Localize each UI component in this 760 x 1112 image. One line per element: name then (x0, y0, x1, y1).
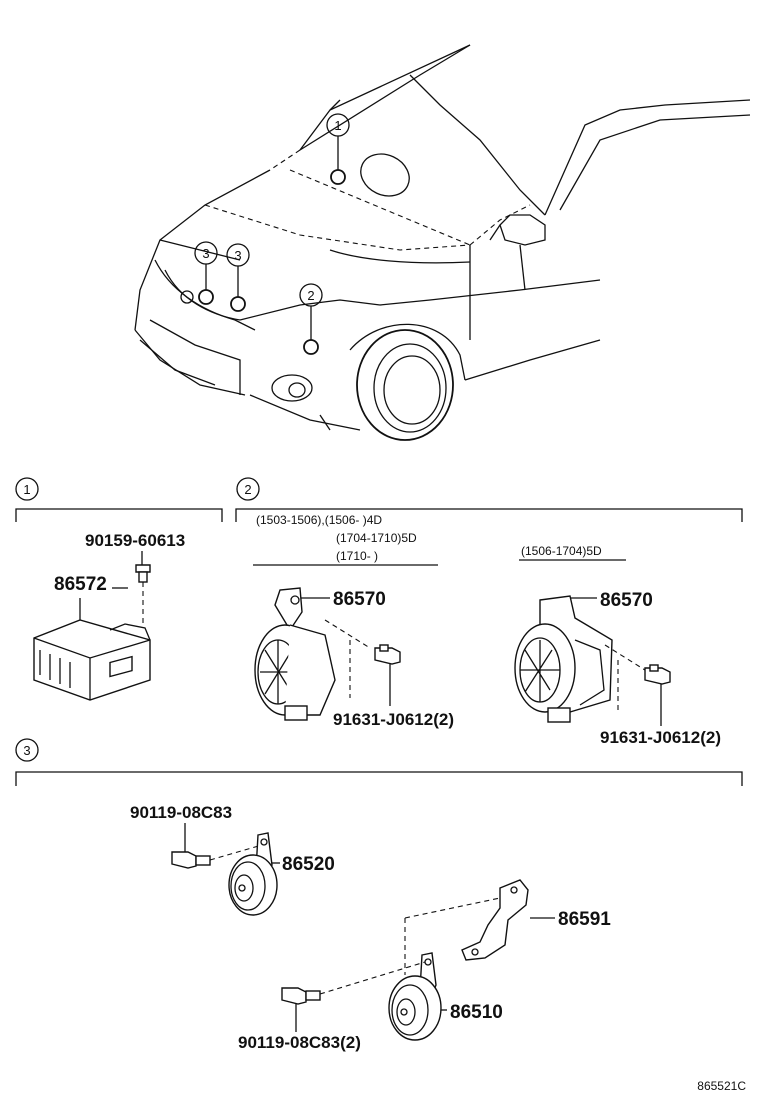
bolt-icon (281, 987, 321, 1005)
drawing-code: 865521C (697, 1079, 746, 1093)
part-number-86572: 86572 (54, 574, 107, 595)
svg-text:3: 3 (234, 248, 241, 263)
callout-marker-3b: 3 (226, 243, 250, 312)
svg-text:2: 2 (307, 288, 314, 303)
section-2-group: 2 (1503-1506),(1506- )4D (1704-1710)5D (… (235, 477, 743, 747)
bracket-icon (461, 879, 529, 961)
bolt-icon (135, 564, 151, 583)
horn-icon (228, 832, 278, 916)
section-1-group: 1 90159-60613 86572 (15, 477, 223, 701)
siren-horn-icon (514, 595, 613, 723)
variant-note-3: (1710- ) (336, 549, 378, 563)
control-module-icon (33, 619, 151, 701)
part-number-86570-right: 86570 (600, 590, 653, 611)
bolt-icon (644, 664, 671, 685)
part-number-91631-J0612-left: 91631-J0612(2) (333, 710, 454, 729)
variant-note-2: (1704-1710)5D (336, 531, 417, 545)
svg-text:1: 1 (334, 118, 341, 133)
callout-marker-2: 2 (299, 283, 323, 355)
part-number-90159-60613: 90159-60613 (85, 531, 185, 550)
svg-text:3: 3 (202, 246, 209, 261)
variant-note-1: (1503-1506),(1506- )4D (256, 513, 382, 527)
part-number-90119-08C83: 90119-08C83 (130, 803, 232, 822)
section-2-index: 2 (244, 482, 251, 497)
part-number-86510: 86510 (450, 1002, 503, 1023)
vehicle-overview-illustration: 1 2 3 3 (134, 44, 751, 441)
part-number-86520: 86520 (282, 854, 335, 875)
callout-marker-3a: 3 (194, 241, 218, 305)
bolt-icon (374, 644, 401, 665)
part-number-91631-J0612-right: 91631-J0612(2) (600, 728, 721, 747)
part-number-90119-08C83-x2: 90119-08C83(2) (238, 1033, 361, 1052)
section-3-index: 3 (23, 743, 30, 758)
section-3-group: 3 90119-08C83 86520 86591 (15, 738, 743, 1052)
callout-marker-1: 1 (326, 113, 350, 185)
part-number-86570-left: 86570 (333, 589, 386, 610)
horn-icon (388, 952, 442, 1041)
section-1-index: 1 (23, 482, 30, 497)
variant-note-4: (1506-1704)5D (521, 544, 602, 558)
part-number-86591: 86591 (558, 909, 611, 930)
bolt-icon (171, 851, 211, 869)
siren-horn-icon (254, 587, 336, 721)
